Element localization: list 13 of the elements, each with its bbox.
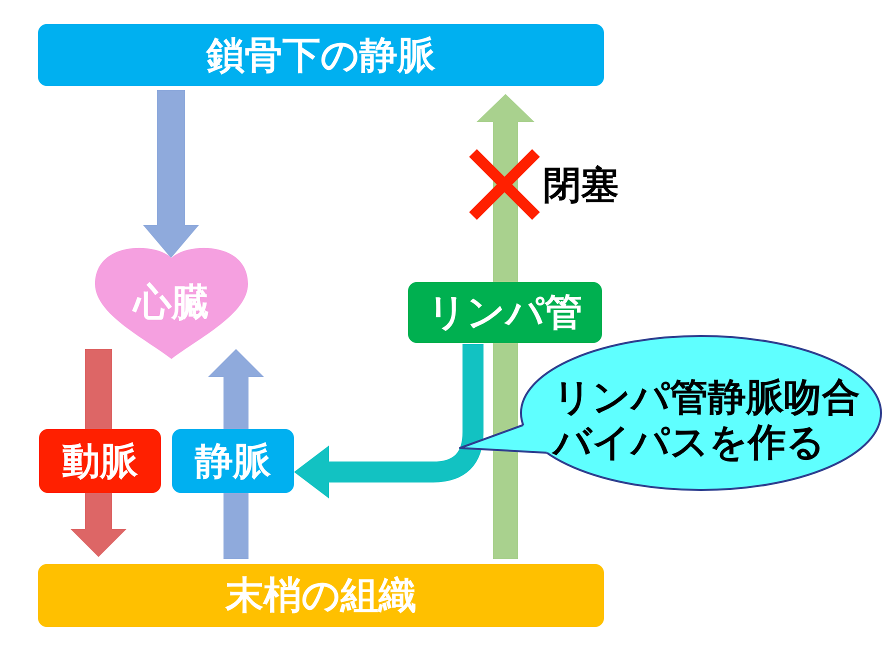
annotation-text: 閉塞 bbox=[543, 163, 619, 208]
speech-bubble: リンパ管静脈吻合バイパスを作る bbox=[519, 334, 884, 493]
arrow bbox=[143, 90, 199, 258]
heart-shape: 心臓 bbox=[94, 246, 249, 359]
banner-box: 鎖骨下の静脈 bbox=[38, 24, 604, 86]
banner-box: 末梢の組織 bbox=[38, 564, 604, 627]
label-box: リンパ管 bbox=[408, 282, 602, 343]
arrow bbox=[476, 94, 534, 282]
arrow bbox=[70, 493, 126, 557]
label-box: 動脈 bbox=[39, 429, 161, 493]
arrow bbox=[294, 344, 484, 498]
label-box: 静脈 bbox=[172, 429, 294, 493]
arrow bbox=[208, 349, 264, 429]
